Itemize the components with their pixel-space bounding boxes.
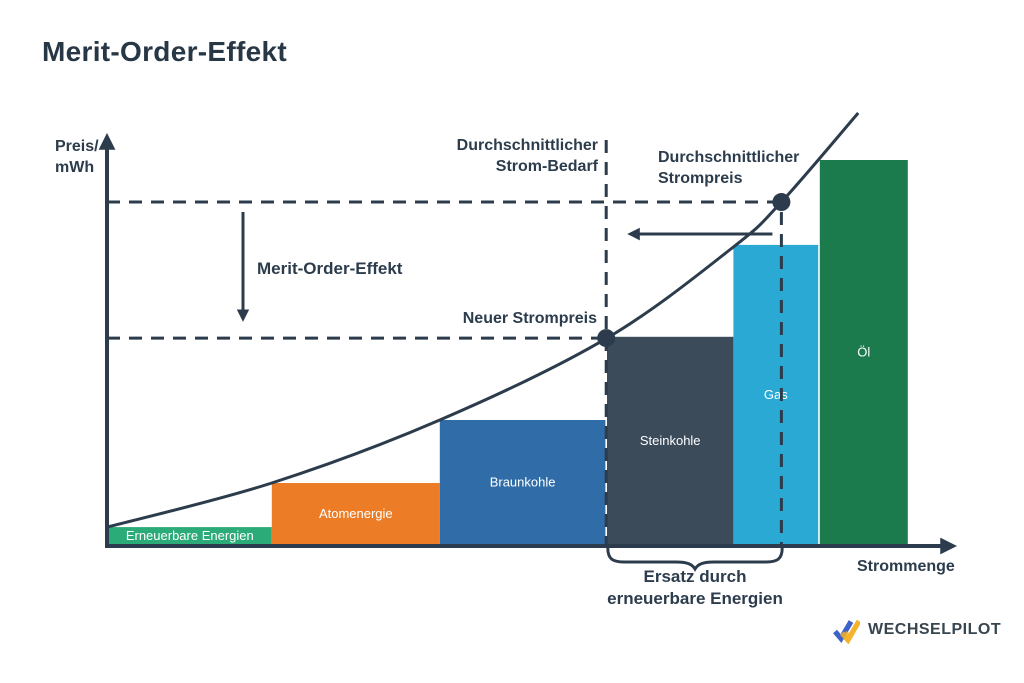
bar-label-erneuerbare-energien: Erneuerbare Energien [126,528,254,543]
bar-label-steinkohle: Steinkohle [640,433,701,448]
avg-price-label: Durchschnittlicher Strompreis [658,147,799,189]
replaced-capacity-brace [606,546,784,572]
page-title: Merit-Order-Effekt [42,36,287,67]
wechselpilot-logo: WECHSELPILOT [832,616,1001,644]
y-axis-label-line1: Preis/ [55,138,99,155]
avg-price-point [772,193,791,212]
logo-checkmark-icon [833,619,860,644]
bar-label-atomenergie: Atomenergie [319,506,393,521]
avg-demand-label-line1: Durchschnittlicher [456,137,598,154]
avg-demand-label: Durchschnittlicher Strom-Bedarf [457,135,598,177]
avg-demand-label-line2: Strom-Bedarf [495,158,598,175]
bar-label-braunkohle: Braunkohle [490,475,556,490]
bar-erneuerbare-energien [107,527,272,544]
new-price-point [597,329,616,348]
bar-braunkohle [439,420,606,544]
bar-label-l: Öl [857,345,870,360]
bar-gas [733,244,819,544]
avg-price-label-line1: Durchschnittlicher [658,149,800,166]
logo-text: WECHSELPILOT [868,621,1002,638]
bar-label-gas: Gas [764,387,788,402]
bar-atomenergie [271,483,440,544]
new-price-label: Neuer Strompreis [462,310,597,327]
merit-order-effect-annotation: Merit-Order-Effekt [257,259,403,278]
brace-label: Ersatz durch erneuerbare Energien [575,566,815,610]
bar-steinkohle [607,336,734,544]
bar-l [819,160,908,544]
brace-label-line1: Ersatz durch [643,567,747,586]
brace-label-line2: erneuerbare Energien [607,589,783,608]
x-axis-label: Strommenge [857,558,955,575]
y-axis-label: Preis/ mWh [55,136,99,178]
y-axis-label-line2: mWh [55,159,95,176]
avg-price-label-line2: Strompreis [658,170,743,187]
